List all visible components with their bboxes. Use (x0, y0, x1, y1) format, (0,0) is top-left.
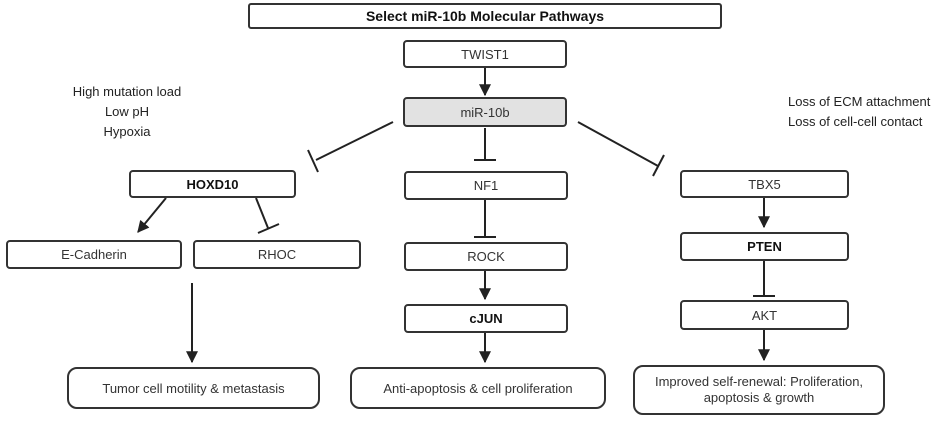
edge-mir10b-hoxd10 (315, 121, 394, 161)
note-loss-ecm-attachment: Loss of ECM attachment (788, 94, 931, 109)
node-nf1: NF1 (404, 171, 568, 200)
node-hoxd10: HOXD10 (129, 170, 296, 198)
edge-hoxd10-rhoc-bar (257, 223, 280, 234)
node-twist1: TWIST1 (403, 40, 567, 68)
outcome-right: Improved self-renewal: Proliferation, ap… (633, 365, 885, 415)
node-ecadherin: E-Cadherin (6, 240, 182, 269)
note-low-ph: Low pH (104, 104, 150, 119)
node-mir10b: miR-10b (403, 97, 567, 127)
note-loss-cell-contact: Loss of cell-cell contact (788, 114, 923, 129)
outcome-center: Anti-apoptosis & cell proliferation (350, 367, 606, 409)
node-akt: AKT (680, 300, 849, 330)
edge-mir10b-tbx5-bar (652, 154, 665, 177)
note-hypoxia: Hypoxia (103, 124, 151, 139)
note-high-mutation-load: High mutation load (72, 84, 182, 99)
node-rock: ROCK (404, 242, 568, 271)
node-rhoc: RHOC (193, 240, 361, 269)
edge-hoxd10-ecadherin (137, 197, 167, 233)
diagram-title: Select miR-10b Molecular Pathways (248, 3, 722, 29)
outcome-left: Tumor cell motility & metastasis (67, 367, 320, 409)
node-tbx5: TBX5 (680, 170, 849, 198)
edge-hoxd10-rhoc (255, 197, 269, 229)
edge-mir10b-hoxd10-bar (307, 149, 319, 173)
edge-mir10b-tbx5 (577, 121, 659, 167)
node-pten: PTEN (680, 232, 849, 261)
notes-left: High mutation load Low pH Hypoxia (62, 82, 192, 142)
notes-right: Loss of ECM attachment Loss of cell-cell… (788, 92, 948, 132)
node-cjun: cJUN (404, 304, 568, 333)
